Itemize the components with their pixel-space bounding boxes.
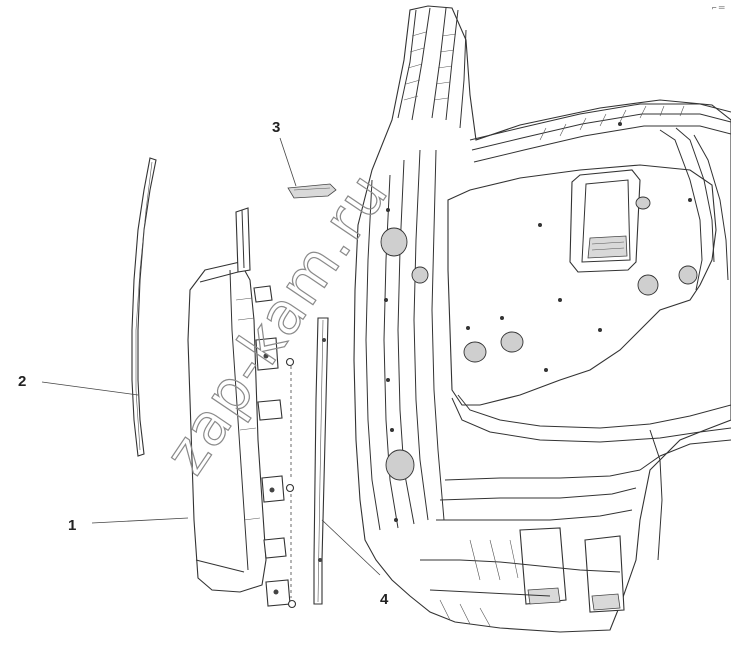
screw-upper	[285, 357, 295, 367]
callout-3: 3	[272, 119, 280, 136]
callout-2: 2	[18, 373, 26, 390]
fasteners	[285, 357, 297, 609]
leader-2	[41, 381, 139, 396]
callout-1: 1	[68, 517, 76, 534]
screw-middle	[285, 483, 295, 493]
leader-3	[279, 137, 297, 187]
part-1-pillar-trim	[187, 207, 291, 607]
part-2-curved-seal-strip	[131, 157, 157, 457]
cab-door-frame	[353, 5, 731, 633]
leader-4	[321, 519, 381, 576]
part-3-bracket	[287, 183, 337, 199]
callout-4: 4	[380, 591, 389, 608]
corner-mark: ⌐ ═	[712, 3, 725, 12]
leader-lines	[41, 137, 381, 576]
callout-labels: 1 2 3 4	[18, 119, 389, 608]
leader-1	[91, 517, 189, 524]
screw-lower	[287, 599, 297, 609]
part-4-straight-strip	[313, 317, 329, 605]
